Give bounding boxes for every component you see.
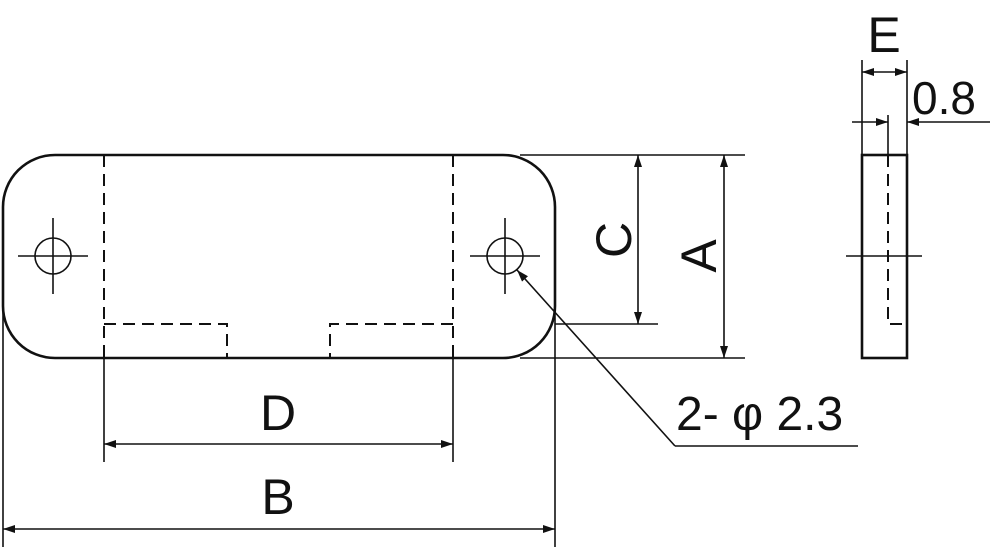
side-view-hidden-profile: [887, 155, 907, 325]
hole-callout-label: 2- φ 2.3: [676, 388, 843, 441]
hole-leader-diagonal: [516, 269, 676, 447]
side-view: [846, 153, 922, 360]
plate-outline: [1, 153, 557, 360]
dim-d-label: D: [260, 385, 296, 441]
dimension-thickness: 0.8: [852, 72, 990, 155]
front-view: [1, 153, 557, 360]
dim-a-label: A: [671, 239, 727, 273]
dimension-e: E: [861, 7, 908, 155]
hole-right: [470, 218, 540, 294]
dimension-a: A: [520, 155, 745, 359]
hole-callout: 2- φ 2.3: [516, 269, 858, 447]
dimension-b: B: [2, 300, 556, 547]
dim-e-label: E: [867, 7, 900, 63]
hidden-slot-left: [104, 323, 228, 358]
dimension-c: C: [520, 154, 745, 325]
dimension-d: D: [103, 358, 454, 462]
dim-thickness-label: 0.8: [912, 72, 976, 124]
hidden-slot-right: [329, 323, 453, 358]
dim-c-label: C: [586, 222, 642, 258]
hole-left: [18, 218, 88, 294]
dim-b-label: B: [261, 469, 294, 525]
